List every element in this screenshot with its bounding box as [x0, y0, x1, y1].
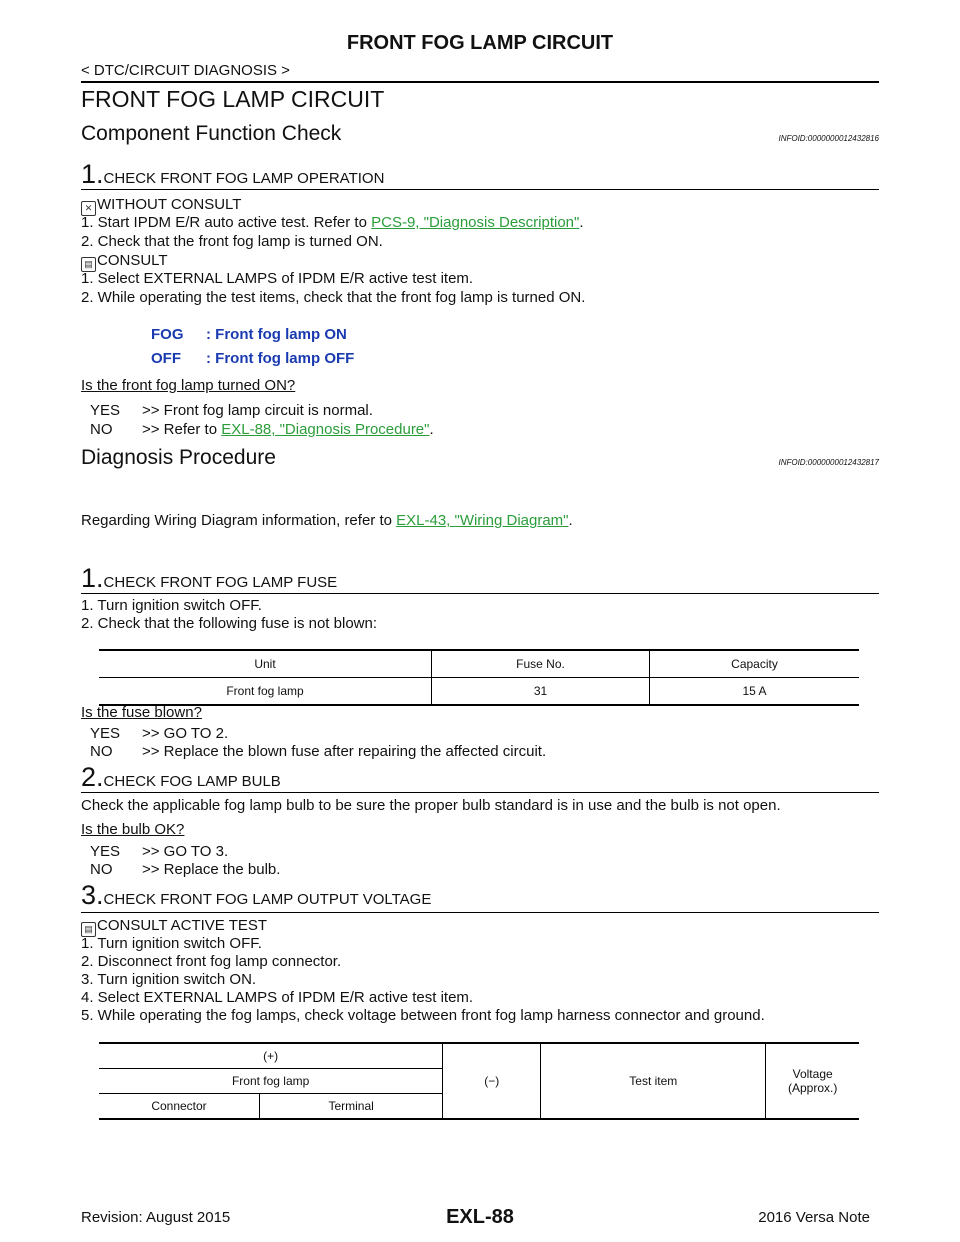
no-text: >> Replace the blown fuse after repairin… — [142, 743, 547, 760]
step-title: CHECK FRONT FOG LAMP OUTPUT VOLTAGE — [103, 891, 432, 908]
consult-icon: ▤ — [81, 922, 96, 937]
table-header: Terminal — [258, 1093, 443, 1119]
question: Is the fuse blown? — [81, 704, 202, 721]
yes-label: YES — [90, 843, 121, 860]
table-row: (+) (−) Test item Voltage(Approx.) — [99, 1043, 859, 1119]
table-row: Front fog lamp 31 15 A — [99, 677, 859, 705]
table-row: Front fog lamp — [99, 1068, 859, 1094]
instruction-line: Check the applicable fog lamp bulb to be… — [81, 797, 781, 814]
no-label: NO — [90, 861, 113, 878]
link-pcs-9[interactable]: PCS-9, "Diagnosis Description" — [371, 214, 580, 231]
no-label: NO — [90, 421, 113, 438]
infoid-2: INFOID:0000000012432817 — [778, 458, 879, 467]
table-header: Front fog lamp — [99, 1068, 443, 1094]
question: Is the bulb OK? — [81, 821, 185, 838]
wiring-ref: Regarding Wiring Diagram information, re… — [81, 512, 573, 529]
yes-text: >> GO TO 3. — [142, 843, 229, 860]
header-title: FRONT FOG LAMP CIRCUIT — [346, 32, 614, 54]
step-number: 2. — [81, 762, 104, 792]
instruction-line: 2. Disconnect front fog lamp connector. — [81, 953, 342, 970]
link-exl-43[interactable]: EXL-43, "Wiring Diagram" — [396, 512, 569, 529]
table-cell: 15 A — [649, 677, 859, 705]
instruction-line: 2. While operating the test items, check… — [81, 289, 586, 306]
table-header: Connector — [151, 1099, 207, 1113]
step-title: CHECK FRONT FOG LAMP FUSE — [103, 574, 338, 591]
table-header: Fuse No. — [431, 650, 650, 678]
revision: Revision: August 2015 — [81, 1209, 231, 1226]
table-cell: Front fog lamp — [226, 684, 304, 698]
step-title: CHECK FOG LAMP BULB — [103, 773, 281, 790]
step-number: 1. — [81, 159, 104, 189]
instruction-line: 3. Turn ignition switch ON. — [81, 971, 257, 988]
diag-step-1-heading: 1.CHECK FRONT FOG LAMP FUSE — [81, 563, 337, 594]
breadcrumb: < DTC/CIRCUIT DIAGNOSIS > — [81, 62, 290, 79]
diag-step-3-heading: 3.CHECK FRONT FOG LAMP OUTPUT VOLTAGE — [81, 880, 431, 911]
no-text: >> Refer to EXL-88, "Diagnosis Procedure… — [142, 421, 434, 438]
instruction-line: 1. Turn ignition switch OFF. — [81, 935, 262, 952]
diagnosis-title: Diagnosis Procedure — [81, 446, 276, 469]
instruction-line: 1. Start IPDM E/R auto active test. Refe… — [81, 214, 584, 231]
step-number: 1. — [81, 563, 104, 593]
yes-text: >> GO TO 2. — [142, 725, 229, 742]
off-key: OFF — [151, 350, 181, 367]
step-title: CHECK FRONT FOG LAMP OPERATION — [103, 170, 385, 187]
step-rule — [81, 792, 879, 793]
no-text: >> Replace the bulb. — [142, 861, 281, 878]
table-header: Voltage(Approx.) — [765, 1043, 859, 1119]
consult-label: ▤CONSULT — [81, 252, 168, 272]
step-rule — [81, 189, 879, 190]
without-consult-label: ✕WITHOUT CONSULT — [81, 196, 241, 216]
off-value: : Front fog lamp OFF — [206, 350, 355, 367]
instruction-line: 1. Turn ignition switch OFF. — [81, 597, 262, 614]
instruction-line: 2. Check that the following fuse is not … — [81, 615, 378, 632]
header-rule — [81, 81, 879, 83]
step-1-heading: 1.CHECK FRONT FOG LAMP OPERATION — [81, 159, 384, 190]
instruction-line: 1. Select EXTERNAL LAMPS of IPDM E/R act… — [81, 270, 474, 287]
link-exl-88[interactable]: EXL-88, "Diagnosis Procedure" — [221, 421, 430, 438]
consult-icon: ▤ — [81, 257, 96, 272]
table-header-row: Unit Fuse No. Capacity — [99, 650, 859, 678]
instruction-line: 4. Select EXTERNAL LAMPS of IPDM E/R act… — [81, 989, 474, 1006]
table-header: (+) — [99, 1043, 443, 1069]
instruction-line: 5. While operating the fog lamps, check … — [81, 1007, 765, 1024]
fuse-table: Unit Fuse No. Capacity Front fog lamp 31… — [99, 649, 859, 706]
step-number: 3. — [81, 880, 104, 910]
consult-label: ▤CONSULT ACTIVE TEST — [81, 917, 267, 937]
model-year: 2016 Versa Note — [758, 1209, 870, 1226]
voltage-table: (+) (−) Test item Voltage(Approx.) Front… — [99, 1042, 859, 1120]
table-cell: 31 — [431, 677, 650, 705]
yes-label: YES — [90, 725, 121, 742]
fog-key: FOG — [151, 326, 184, 343]
infoid-1: INFOID:0000000012432816 — [778, 134, 879, 143]
page-title: FRONT FOG LAMP CIRCUIT — [81, 86, 385, 112]
yes-label: YES — [90, 402, 121, 419]
table-header: Unit — [254, 657, 276, 671]
component-check-title: Component Function Check — [81, 122, 342, 145]
table-header: Test item — [540, 1043, 766, 1119]
table-header: (−) — [442, 1043, 541, 1119]
diag-step-2-heading: 2.CHECK FOG LAMP BULB — [81, 762, 281, 793]
no-consult-icon: ✕ — [81, 201, 96, 216]
step-rule — [81, 912, 879, 913]
yes-text: >> Front fog lamp circuit is normal. — [142, 402, 373, 419]
fog-value: : Front fog lamp ON — [206, 326, 347, 343]
step-rule — [81, 593, 879, 594]
table-header: Capacity — [649, 650, 859, 678]
instruction-line: 2. Check that the front fog lamp is turn… — [81, 233, 383, 250]
no-label: NO — [90, 743, 113, 760]
page-number: EXL-88 — [446, 1206, 514, 1228]
question: Is the front fog lamp turned ON? — [81, 377, 296, 394]
